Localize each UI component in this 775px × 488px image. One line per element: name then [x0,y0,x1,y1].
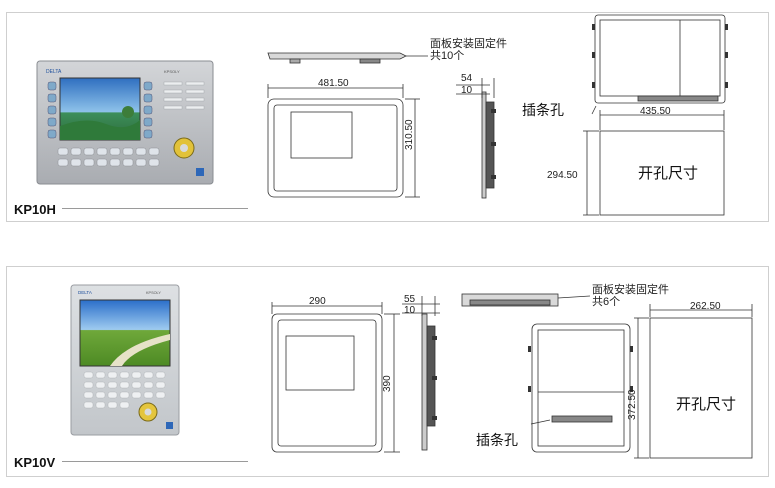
drawing-kp10v [271,293,753,459]
brand-model-text: KPSOLY [164,69,180,74]
mount-note-kp10v: 面板安装固定件 共6个 [592,284,669,308]
side-total-depth-kp10h: 54 [461,73,473,84]
cutout-width-kp10h: 435.50 [640,106,671,117]
brand-logo-text: DELTA [46,69,62,75]
mount-note-line1: 面板安装固定件 [592,284,669,296]
cutout-height-kp10h: 294.50 [547,170,578,181]
model-underline [62,208,248,209]
mount-note-line1: 面板安装固定件 [430,38,507,50]
cutout-height-kp10v: 372.50 [627,389,638,420]
model-label-kp10h: KP10H [14,202,56,217]
product-photo-kp10h: DELTA KPSOLY [36,60,214,185]
model-underline [62,461,248,462]
mount-note-kp10h: 面板安装固定件 共10个 [430,38,507,62]
side-total-depth-kp10v: 55 [404,294,416,305]
panel-width-kp10v: 290 [309,296,326,307]
mount-note-line2: 共10个 [430,50,465,62]
product-photo-kp10v: DELTA KPSOLY [70,284,180,436]
model-label-kp10v: KP10V [14,455,56,470]
brand-model-text: KPSOLY [146,291,161,295]
mount-note-line2: 共6个 [592,296,621,308]
cutout-width-kp10v: 262.50 [690,301,721,312]
slot-label-kp10h: 插条孔 [522,102,564,118]
side-bezel-depth-kp10v: 10 [404,305,416,316]
panel-height-kp10v: 390 [382,375,393,392]
slot-label-kp10v: 插条孔 [476,432,518,448]
side-bezel-depth-kp10h: 10 [461,85,473,96]
drawing-kp10h [267,14,728,216]
cutout-label-kp10h: 开孔尺寸 [638,165,699,182]
panel-width-kp10h: 481.50 [318,78,349,89]
cutout-label-kp10v: 开孔尺寸 [676,396,737,413]
panel-height-kp10h: 310.50 [404,119,415,150]
brand-logo-text: DELTA [78,290,92,295]
